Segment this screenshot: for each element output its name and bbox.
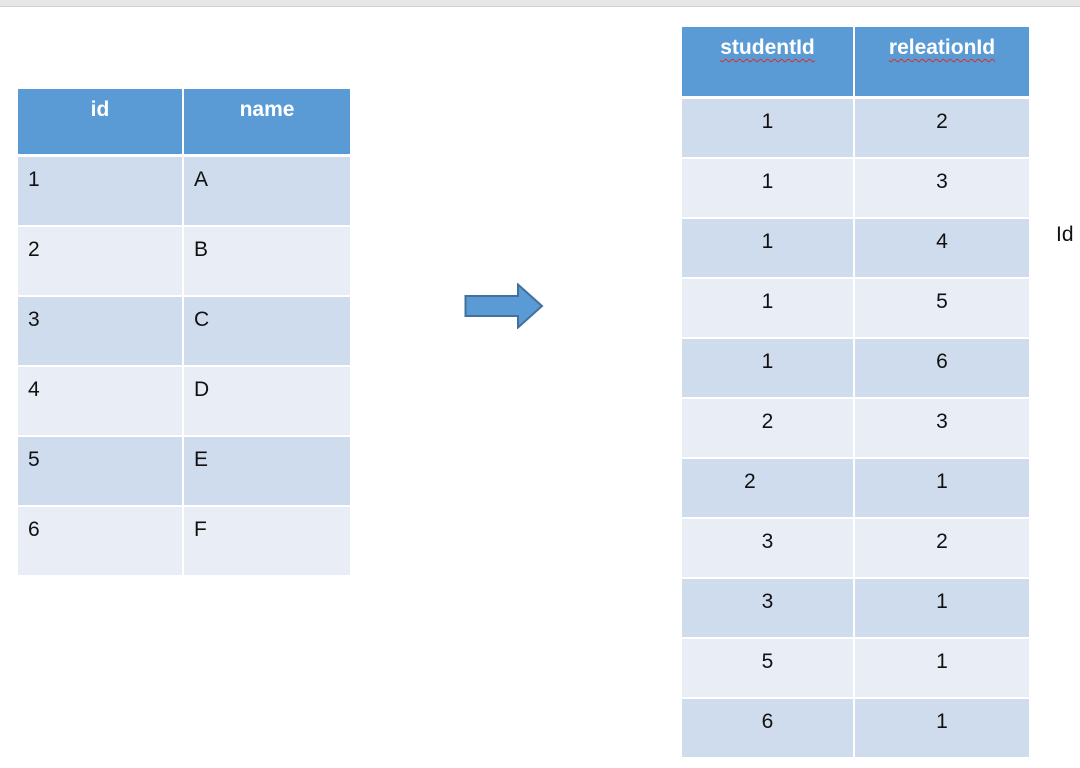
table-row: 1 5 — [682, 279, 1029, 339]
cell-relation-id: 5 — [855, 279, 1029, 339]
table-row: 3 1 — [682, 579, 1029, 639]
cell-name: D — [184, 367, 350, 437]
cell-student-id: 2 — [682, 459, 855, 519]
cell-relation-id: 1 — [855, 639, 1029, 699]
top-rule — [0, 0, 1080, 7]
cell-student-id: 1 — [682, 339, 855, 399]
cell-id: 6 — [18, 507, 184, 577]
cell-student-id: 1 — [682, 99, 855, 159]
cell-name: C — [184, 297, 350, 367]
table-row: 1 3 — [682, 159, 1029, 219]
student-table: id name 1 A 2 B 3 C 4 D 5 E 6 F — [18, 89, 350, 577]
cell-name: F — [184, 507, 350, 577]
cell-name: E — [184, 437, 350, 507]
cell-student-id: 2 — [682, 399, 855, 459]
cell-relation-id: 6 — [855, 339, 1029, 399]
table-row: 5 E — [18, 437, 350, 507]
cell-student-id: 5 — [682, 639, 855, 699]
cell-id: 2 — [18, 227, 184, 297]
column-header-name: name — [184, 89, 350, 157]
table-row: 5 1 — [682, 639, 1029, 699]
cell-relation-id: 4 — [855, 219, 1029, 279]
cell-student-id: 1 — [682, 279, 855, 339]
table-row: 6 F — [18, 507, 350, 577]
table-row: 1 A — [18, 157, 350, 227]
table-row: 2 1 — [682, 459, 1029, 519]
cell-id: 4 — [18, 367, 184, 437]
table-row: 1 4 — [682, 219, 1029, 279]
table-header-row: id name — [18, 89, 350, 157]
cell-name: A — [184, 157, 350, 227]
side-note-text: Id — [1056, 223, 1074, 246]
cell-name: B — [184, 227, 350, 297]
table-row: 2 B — [18, 227, 350, 297]
cell-relation-id: 2 — [855, 519, 1029, 579]
table-row: 4 D — [18, 367, 350, 437]
column-header-releationid: releationId — [855, 27, 1029, 99]
cell-student-id: 1 — [682, 219, 855, 279]
cell-student-id: 6 — [682, 699, 855, 759]
column-header-label: releationId — [888, 36, 996, 59]
cell-relation-id: 3 — [855, 159, 1029, 219]
table-header-row: studentId releationId — [682, 27, 1029, 99]
relation-table: studentId releationId 1 2 1 3 1 4 1 5 1 … — [682, 27, 1029, 759]
cell-id: 5 — [18, 437, 184, 507]
right-arrow-icon — [464, 283, 544, 329]
cell-student-id: 3 — [682, 579, 855, 639]
cell-relation-id: 1 — [855, 459, 1029, 519]
cell-relation-id: 1 — [855, 699, 1029, 759]
cell-relation-id: 3 — [855, 399, 1029, 459]
cell-id: 3 — [18, 297, 184, 367]
cell-relation-id: 2 — [855, 99, 1029, 159]
table-row: 2 3 — [682, 399, 1029, 459]
table-row: 6 1 — [682, 699, 1029, 759]
table-row: 3 C — [18, 297, 350, 367]
column-header-id: id — [18, 89, 184, 157]
cell-student-id: 1 — [682, 159, 855, 219]
column-header-studentid: studentId — [682, 27, 855, 99]
table-row: 1 2 — [682, 99, 1029, 159]
cell-student-id: 3 — [682, 519, 855, 579]
table-row: 1 6 — [682, 339, 1029, 399]
table-row: 3 2 — [682, 519, 1029, 579]
cell-relation-id: 1 — [855, 579, 1029, 639]
cell-id: 1 — [18, 157, 184, 227]
column-header-label: studentId — [720, 36, 815, 59]
